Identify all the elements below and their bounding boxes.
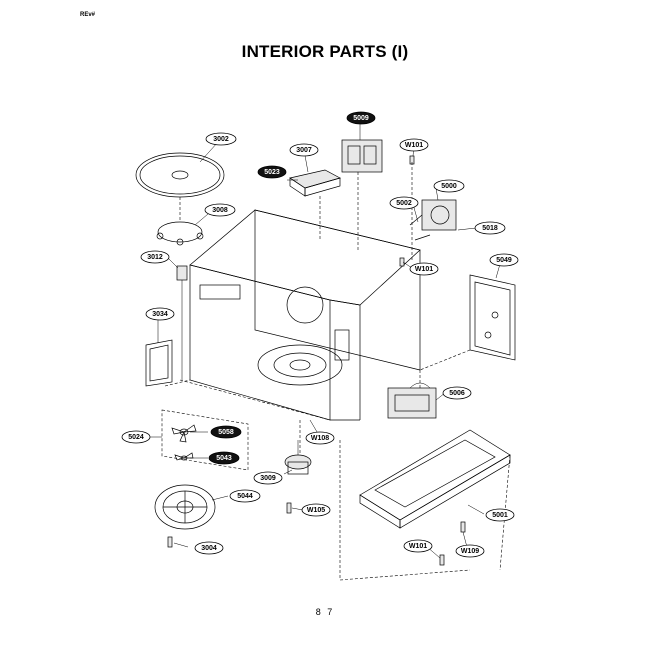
svg-text:W109: W109 bbox=[461, 548, 479, 555]
svg-text:3004: 3004 bbox=[201, 545, 217, 552]
callout-w101-bottom: W101 bbox=[403, 539, 433, 553]
svg-text:5043: 5043 bbox=[216, 455, 232, 462]
callout-5006: 5006 bbox=[442, 386, 472, 400]
roller-ring-drawing bbox=[156, 221, 204, 246]
callout-5002: 5002 bbox=[389, 196, 419, 210]
svg-text:W101: W101 bbox=[405, 142, 423, 149]
callout-w101-mid: W101 bbox=[409, 262, 439, 276]
bracket-drawing bbox=[289, 169, 341, 197]
callout-5018: 5018 bbox=[474, 221, 506, 235]
svg-text:5018: 5018 bbox=[482, 225, 498, 232]
svg-text:5024: 5024 bbox=[128, 434, 144, 441]
svg-text:3002: 3002 bbox=[213, 136, 229, 143]
callout-w101-top: W101 bbox=[399, 138, 429, 152]
callout-5043: 5043 bbox=[208, 451, 240, 465]
svg-text:5023: 5023 bbox=[264, 169, 280, 176]
svg-text:5006: 5006 bbox=[449, 390, 465, 397]
page-title: INTERIOR PARTS (I) bbox=[241, 42, 409, 61]
main-cavity-drawing bbox=[189, 209, 421, 421]
latch-part-drawing bbox=[176, 265, 188, 380]
svg-text:3009: 3009 bbox=[260, 475, 276, 482]
svg-text:3007: 3007 bbox=[296, 147, 312, 154]
callout-3009: 3009 bbox=[253, 471, 283, 485]
svg-text:W105: W105 bbox=[307, 507, 325, 514]
screws-drawing bbox=[167, 155, 466, 566]
callout-5009: 5009 bbox=[346, 111, 376, 125]
svg-text:5001: 5001 bbox=[492, 512, 508, 519]
side-panel-drawing bbox=[469, 274, 516, 361]
svg-text:5049: 5049 bbox=[496, 257, 512, 264]
plate-drawing bbox=[145, 339, 173, 387]
guide-lines bbox=[164, 162, 511, 581]
callout-3007: 3007 bbox=[289, 143, 319, 157]
transformer-drawing bbox=[387, 382, 437, 419]
callout-5044: 5044 bbox=[229, 489, 261, 503]
callout-3008: 3008 bbox=[204, 203, 236, 217]
callout-w109: W109 bbox=[455, 544, 485, 558]
svg-text:3008: 3008 bbox=[212, 207, 228, 214]
page-number: 8 7 bbox=[315, 607, 335, 617]
callout-w108: W108 bbox=[305, 431, 335, 445]
callout-3034: 3034 bbox=[145, 307, 175, 321]
callout-3002: 3002 bbox=[205, 132, 237, 146]
svg-text:5002: 5002 bbox=[396, 200, 412, 207]
fan-motor-drawing bbox=[409, 199, 457, 241]
svg-text:W101: W101 bbox=[415, 266, 433, 273]
svg-text:W101: W101 bbox=[409, 543, 427, 550]
callout-3004: 3004 bbox=[194, 541, 224, 555]
stirrer-fan-drawing bbox=[161, 409, 249, 471]
corner-code: REv# bbox=[80, 12, 96, 18]
svg-text:3034: 3034 bbox=[152, 311, 168, 318]
glass-tray-drawing bbox=[135, 152, 225, 198]
svg-text:5000: 5000 bbox=[441, 183, 457, 190]
callout-5023: 5023 bbox=[257, 165, 287, 179]
svg-text:5009: 5009 bbox=[353, 115, 369, 122]
callout-w105: W105 bbox=[301, 503, 331, 517]
svg-text:3012: 3012 bbox=[147, 254, 163, 261]
svg-text:5044: 5044 bbox=[237, 493, 253, 500]
callout-5024: 5024 bbox=[121, 430, 151, 444]
callout-5000: 5000 bbox=[433, 179, 465, 193]
callout-5058: 5058 bbox=[210, 425, 242, 439]
fuse-block-drawing bbox=[341, 139, 383, 173]
svg-text:W108: W108 bbox=[311, 435, 329, 442]
coupler-disk-drawing bbox=[154, 484, 216, 530]
svg-text:5058: 5058 bbox=[218, 429, 234, 436]
turntable-motor-drawing bbox=[284, 440, 312, 475]
callout-5001: 5001 bbox=[485, 508, 515, 522]
callout-5049: 5049 bbox=[489, 253, 519, 267]
callout-3012: 3012 bbox=[140, 250, 170, 264]
